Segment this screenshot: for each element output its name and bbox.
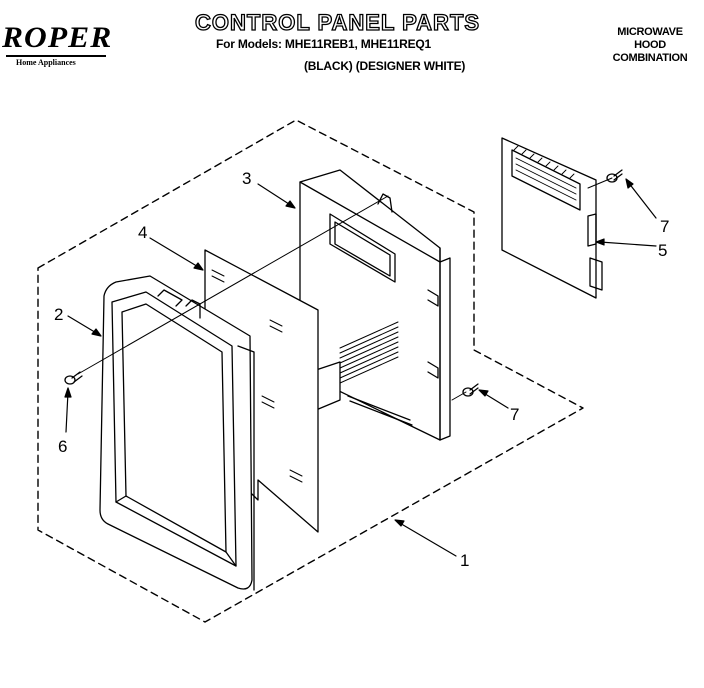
assembly-outline bbox=[37, 119, 584, 623]
callout-7-housing: 7 bbox=[510, 405, 519, 424]
housing-vent-grille bbox=[339, 321, 399, 384]
models-line: For Models: MHE11REB1, MHE11REQ1 bbox=[216, 37, 431, 51]
callout-2: 2 bbox=[54, 305, 63, 324]
callout-6: 6 bbox=[58, 437, 67, 456]
category-line-2: HOOD bbox=[634, 39, 666, 51]
product-category: MICROWAVE HOOD COMBINATION bbox=[590, 26, 704, 65]
logo-rule bbox=[6, 55, 106, 57]
alignment-line-board bbox=[587, 177, 613, 189]
finishes-line: (BLACK) (DESIGNER WHITE) bbox=[304, 59, 466, 73]
control-housing bbox=[299, 169, 451, 441]
callout-1: 1 bbox=[460, 551, 469, 570]
control-panel-frame bbox=[99, 275, 255, 591]
screw-part-7-board bbox=[606, 169, 623, 183]
roper-logo: ROPER Home Appliances bbox=[2, 21, 113, 68]
page-title: CONTROL PANEL PARTS bbox=[194, 9, 481, 35]
screw-part-6 bbox=[64, 371, 83, 385]
brand-name: ROPER bbox=[2, 21, 113, 54]
circuit-board bbox=[501, 137, 603, 299]
leader-lines bbox=[64, 178, 657, 557]
callout-4: 4 bbox=[138, 223, 147, 242]
brand-subtitle: Home Appliances bbox=[16, 58, 76, 67]
callout-3: 3 bbox=[242, 169, 251, 188]
alignment-line-housing bbox=[451, 391, 467, 401]
category-line-1: MICROWAVE bbox=[617, 26, 683, 38]
category-line-3: COMBINATION bbox=[612, 52, 688, 64]
alignment-line-6 bbox=[77, 195, 389, 375]
callout-5: 5 bbox=[658, 241, 667, 260]
screw-part-7-housing bbox=[462, 383, 479, 397]
callout-7-board: 7 bbox=[660, 217, 669, 236]
